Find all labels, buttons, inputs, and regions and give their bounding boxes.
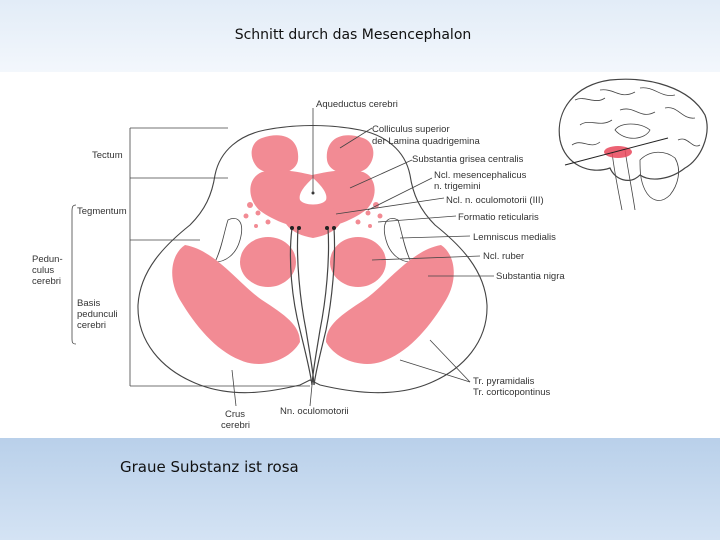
lemniscus-medialis-right — [383, 218, 412, 263]
label-crus-2: cerebri — [221, 420, 250, 431]
label-tectum: Tectum — [92, 150, 123, 161]
brain-thumbnail-midbrain-highlight — [604, 146, 632, 158]
label-reticularis: Formatio reticularis — [458, 212, 539, 223]
caption: Graue Substanz ist rosa — [120, 458, 299, 476]
label-crus-1: Crus — [225, 409, 245, 420]
slide-title: Schnitt durch das Mesencephalon — [234, 27, 472, 43]
label-colliculus-1: Colliculus superior — [372, 124, 450, 135]
nn-oculomotorii-leader-line — [309, 384, 313, 407]
label-tegmentum: Tegmentum — [77, 206, 127, 217]
nn-oculomotorii-fibers — [289, 227, 336, 386]
label-pyramidalis: Tr. pyramidalis — [473, 376, 535, 387]
formatio-reticularis-dots — [243, 202, 383, 228]
label-corticopontinus: Tr. corticopontinus — [473, 387, 551, 398]
colliculus-left — [251, 135, 299, 174]
label-aqueductus: Aqueductus cerebri — [316, 99, 398, 110]
label-lemniscus: Lemniscus medialis — [473, 232, 556, 243]
lemniscus-medialis-left — [214, 218, 243, 263]
footer-band — [0, 438, 720, 540]
substantia-nigra-left — [172, 245, 300, 364]
substantia-nigra-right — [326, 245, 454, 364]
label-mesenc-2: n. trigemini — [434, 181, 480, 192]
label-grisea: Substantia grisea centralis — [412, 154, 524, 165]
ncl-ruber-left — [240, 237, 296, 287]
midbrain-outline — [137, 124, 488, 394]
label-colliculus-2: der Lamina quadrigemina — [372, 136, 480, 147]
label-pedunculus-1: Pedun- — [32, 254, 63, 265]
label-ruber: Ncl. ruber — [483, 251, 524, 262]
label-basis-2: pedunculi — [77, 309, 118, 320]
oculomotor-fiber-dots — [290, 226, 336, 230]
label-oculomotorii: Ncl. n. oculomotorii (III) — [446, 195, 544, 206]
right-leader-lines — [312, 108, 494, 383]
crus-leader-line — [231, 369, 237, 407]
brain-thumbnail — [558, 78, 708, 211]
label-nigra: Substantia nigra — [496, 271, 565, 282]
ncl-ruber-right — [330, 237, 386, 287]
left-brackets — [71, 127, 310, 387]
brain-thumbnail-section-line — [564, 137, 669, 166]
label-mesenc-1: Ncl. mesencephalicus — [434, 170, 527, 181]
label-nn-oculomotorii: Nn. oculomotorii — [280, 406, 349, 417]
label-basis-3: cerebri — [77, 320, 106, 331]
header-band — [0, 0, 720, 72]
label-pedunculus-2: culus — [32, 265, 54, 276]
label-pedunculus-3: cerebri — [32, 276, 61, 287]
label-basis-1: Basis — [77, 298, 100, 309]
colliculus-right — [326, 135, 374, 174]
